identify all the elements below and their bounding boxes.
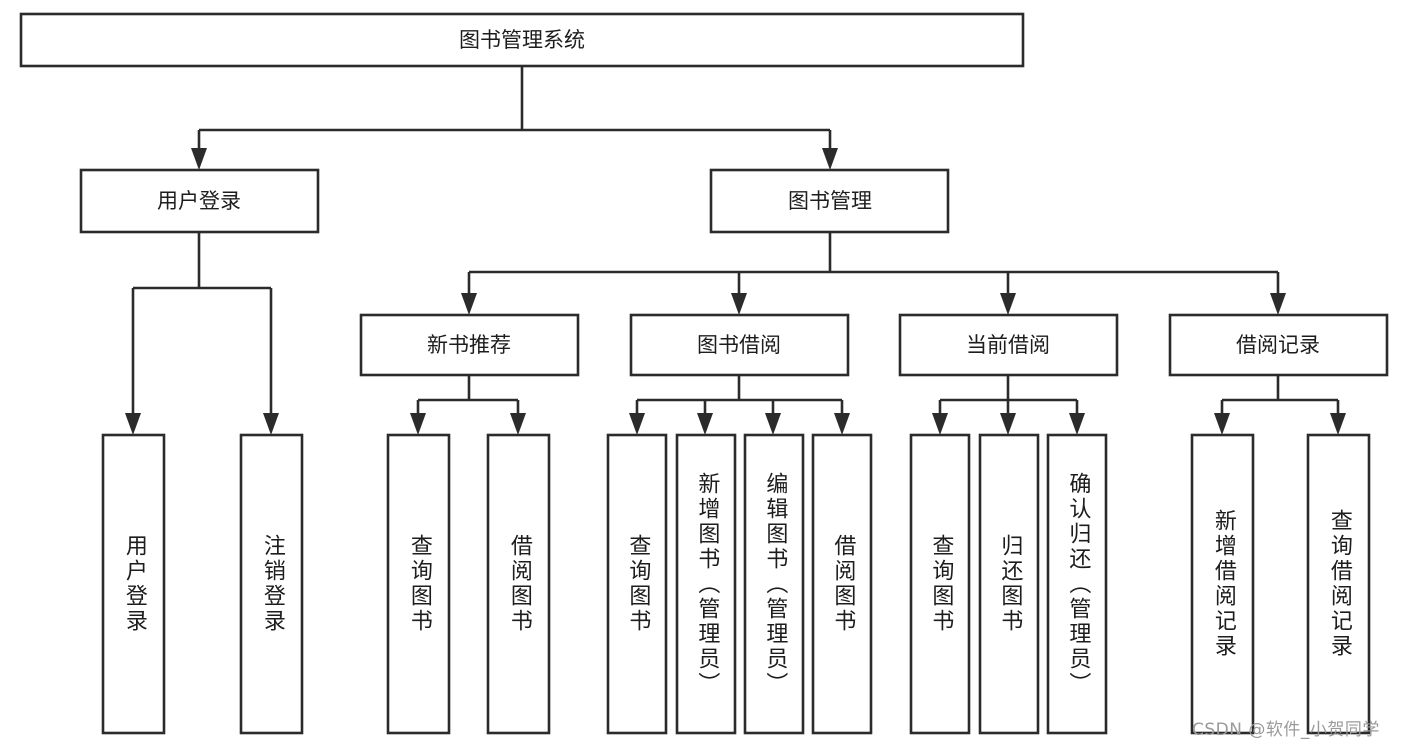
arrowhead-cb-leaf-0 (932, 413, 948, 435)
arrowhead-br-leaf-0 (1214, 413, 1230, 435)
leaf-box-new-book-1[interactable] (486, 433, 551, 735)
node-current-borrow-label: 当前借阅 (966, 333, 1050, 357)
node-root-label: 图书管理系统 (459, 28, 585, 52)
node-book-management-label: 图书管理 (788, 189, 872, 213)
node-book-borrow-label: 图书借阅 (697, 333, 781, 357)
arrowhead-current-borrow (1000, 293, 1016, 315)
leaf-box-current-borrow-0[interactable] (909, 433, 971, 735)
node-current-borrow[interactable] (898, 313, 1119, 377)
arrowhead-bb-leaf-0 (629, 413, 645, 435)
arrowhead-cb-leaf-2 (1069, 413, 1085, 435)
node-borrow-record[interactable] (1168, 313, 1389, 377)
leaf-box-current-borrow-1[interactable] (978, 433, 1040, 735)
leaf-box-new-book-0[interactable] (386, 433, 451, 735)
arrowhead-bb-leaf-2 (765, 413, 781, 435)
node-book-borrow[interactable] (629, 313, 850, 377)
node-root-book-management-system[interactable] (19, 12, 1025, 68)
node-borrow-record-label: 借阅记录 (1236, 333, 1320, 357)
connector-layer (125, 66, 1346, 435)
arrowhead-book-borrow (731, 293, 747, 315)
arrowhead-br-leaf-1 (1330, 413, 1346, 435)
leaf-box-book-borrow-2[interactable] (743, 433, 805, 735)
leaf-box-borrow-record-0[interactable] (1190, 433, 1255, 735)
arrowhead-new-book-recommend (461, 293, 477, 315)
arrowhead-nb-leaf-0 (410, 413, 426, 435)
node-new-book-recommend-label: 新书推荐 (427, 333, 511, 357)
leaf-box-borrow-record-1[interactable] (1306, 433, 1371, 735)
node-new-book-recommend[interactable] (359, 313, 580, 377)
arrowhead-nb-leaf-1 (510, 413, 526, 435)
node-user-login-label: 用户登录 (157, 189, 241, 213)
watermark-text: CSDN @软件_小贺同学 (1192, 720, 1380, 740)
arrowhead-book-manage (822, 148, 838, 170)
node-book-management[interactable] (709, 168, 950, 234)
arrowhead-leaf-logout (263, 413, 279, 435)
arrowhead-cb-leaf-1 (1000, 413, 1016, 435)
leaf-box-user-login-1[interactable] (239, 433, 304, 735)
leaf-box-book-borrow-1[interactable] (675, 433, 737, 735)
node-user-login[interactable] (79, 168, 320, 234)
arrowhead-borrow-record (1270, 293, 1286, 315)
leaf-box-book-borrow-3[interactable] (811, 433, 873, 735)
leaf-box-user-login-0[interactable] (101, 433, 166, 735)
arrowhead-leaf-user-login (125, 413, 141, 435)
arrowhead-bb-leaf-1 (697, 413, 713, 435)
leaf-box-current-borrow-2[interactable] (1046, 433, 1108, 735)
node-layer: 图书管理系统 用户登录 图书管理 新书推荐 图书借阅 当前借阅 借阅记录 (19, 12, 1389, 735)
arrowhead-bb-leaf-3 (834, 413, 850, 435)
arrowhead-user-login (191, 148, 207, 170)
leaf-box-book-borrow-0[interactable] (606, 433, 668, 735)
